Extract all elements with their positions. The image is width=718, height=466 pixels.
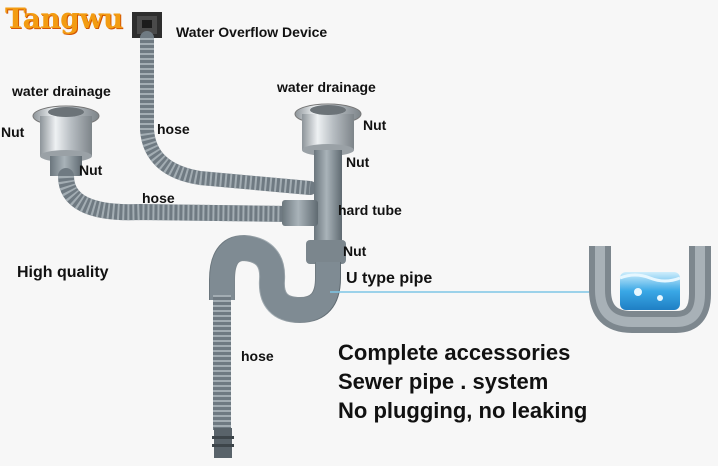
label-nut-left-top: Nut	[1, 124, 25, 140]
label-hose-top: hose	[157, 121, 190, 137]
hard-tube	[314, 172, 342, 242]
label-water-drainage-right: water drainage	[277, 79, 376, 95]
label-hard-tube: hard tube	[338, 202, 402, 218]
left-strainer	[32, 105, 100, 176]
label-high-quality: High quality	[17, 264, 109, 281]
label-nut-right-mid: Nut	[346, 154, 370, 170]
u-pipe-icon	[589, 246, 711, 333]
label-hose-mid: hose	[142, 190, 175, 206]
label-hose-bottom: hose	[241, 348, 274, 364]
right-strainer	[294, 103, 362, 172]
feature-sewer-pipe-system: Sewer pipe . system	[338, 369, 549, 394]
label-water-drainage-left: water drainage	[12, 83, 111, 99]
overflow-hose	[140, 31, 317, 195]
feature-complete-accessories: Complete accessories	[338, 340, 571, 365]
label-nut-right-low: Nut	[343, 243, 367, 259]
label-water-overflow-device: Water Overflow Device	[176, 24, 328, 40]
left-hose	[58, 168, 298, 222]
feature-list: Complete accessories Sewer pipe . system…	[338, 338, 587, 425]
label-nut-right-top: Nut	[363, 117, 387, 133]
brand-logo: Tangwu	[5, 2, 123, 35]
feature-no-plugging: No plugging, no leaking	[338, 398, 588, 423]
label-u-type-pipe: U type pipe	[346, 270, 433, 287]
label-nut-left-bottom: Nut	[79, 162, 103, 178]
